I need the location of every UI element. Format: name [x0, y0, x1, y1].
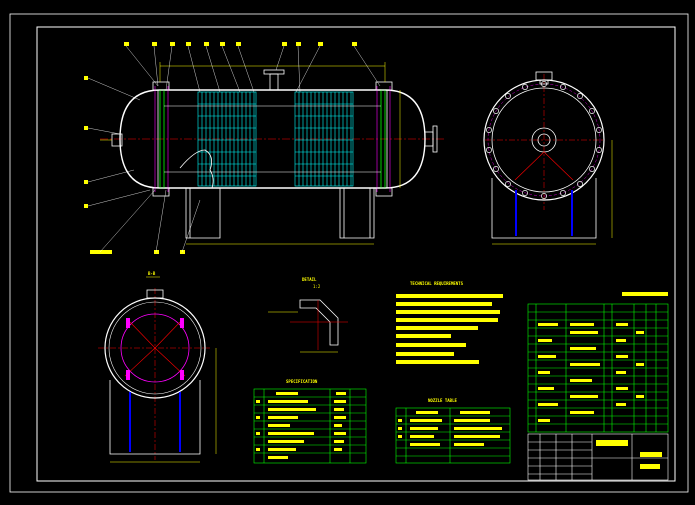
nozzle-table: NOZZLE TABLE	[395, 398, 511, 464]
tube-bundle-right	[294, 91, 354, 187]
nozzle-table-title: NOZZLE TABLE	[428, 398, 457, 403]
section-b-b-title: B-B	[148, 271, 156, 276]
outer-frame	[9, 13, 689, 493]
end-flange-inner	[491, 87, 597, 193]
spec-table: SPECIFICATION	[253, 379, 367, 464]
section-saddle	[109, 380, 201, 455]
detail-scale: 1:2	[313, 284, 321, 289]
detail-view: DETAIL 1:2	[268, 277, 348, 353]
title-block	[527, 433, 669, 481]
section-b-b-view: B-B	[98, 271, 217, 463]
nozzle-bottom-right	[375, 187, 393, 197]
detail-title: DETAIL	[302, 277, 317, 282]
inner-frame	[36, 26, 676, 482]
tube-bundle-left	[197, 91, 257, 187]
spec-table-title: SPECIFICATION	[286, 379, 318, 384]
bill-of-materials	[527, 292, 669, 481]
nozzle-top-right	[375, 81, 393, 91]
section-top-nozzle	[146, 289, 164, 299]
nozzle-bottom-left	[152, 187, 170, 197]
nozzle-top-center	[263, 69, 285, 75]
broken-section	[179, 149, 214, 189]
end-bolt-holes	[486, 81, 602, 199]
part-callouts	[84, 42, 357, 254]
main-elevation-view	[84, 42, 445, 254]
technical-requirements: TECHNICAL REQUIREMENTS	[396, 281, 503, 364]
requirements-title: TECHNICAL REQUIREMENTS	[410, 281, 464, 286]
saddle-left	[185, 188, 221, 239]
nozzle-top-left	[152, 81, 170, 91]
saddle-right	[339, 188, 375, 239]
end-view	[483, 71, 613, 245]
section-support-legs	[129, 392, 181, 452]
end-saddle	[491, 178, 597, 239]
end-support-legs	[515, 190, 573, 236]
